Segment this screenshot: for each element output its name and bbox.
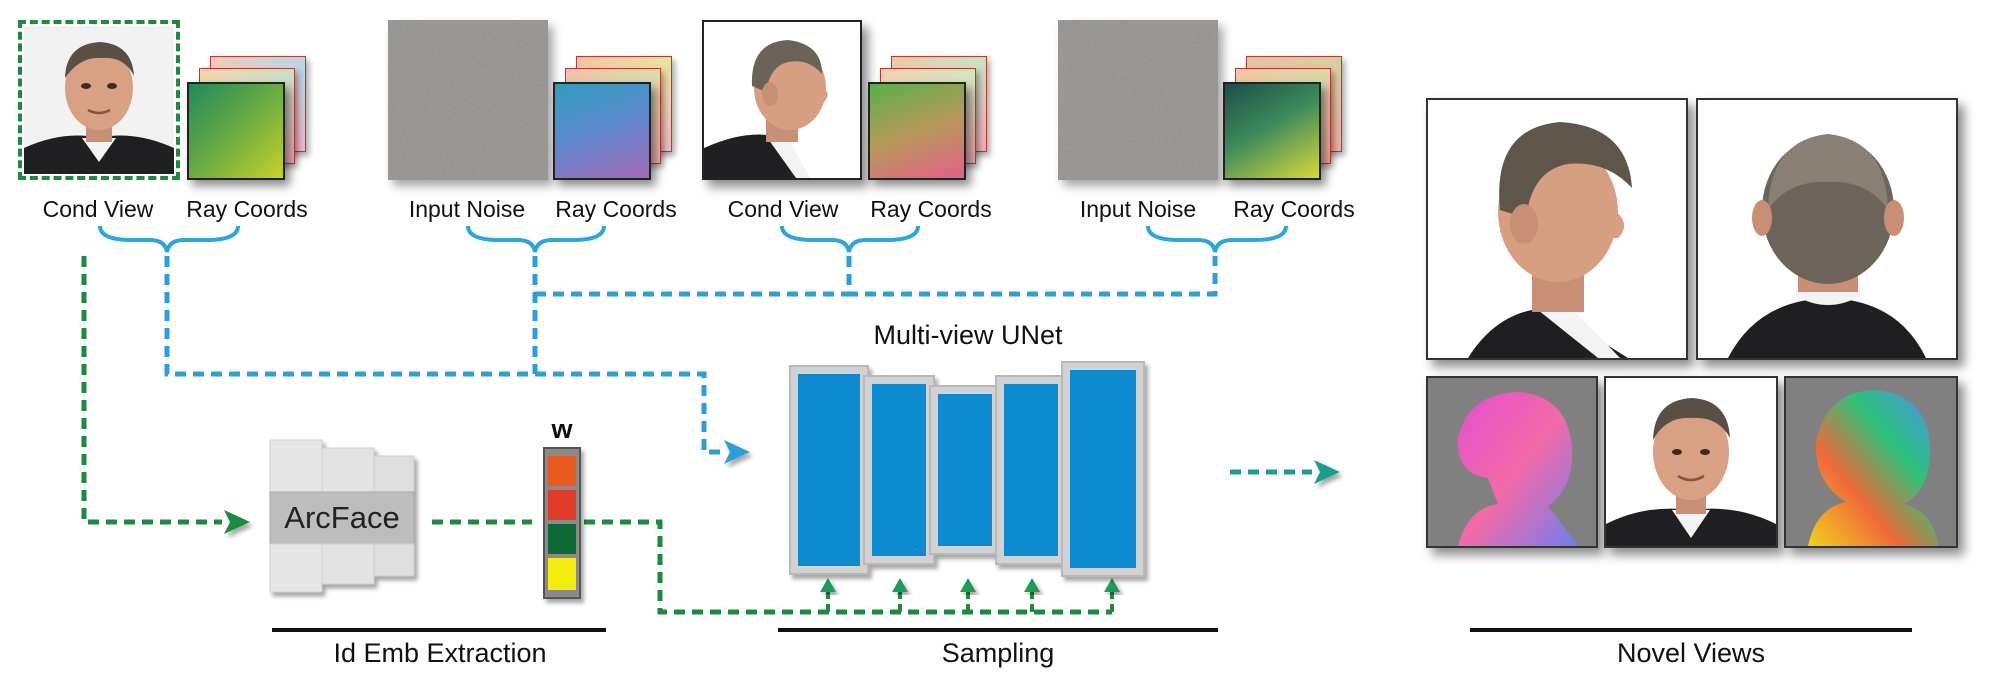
arrow-right-icon <box>724 440 750 464</box>
ray-coords-label-1: Ray Coords <box>186 196 308 222</box>
cond-view-label-2: Cond View <box>727 196 839 222</box>
brace-3 <box>780 225 920 253</box>
novel-view-normal-right <box>1784 376 1958 548</box>
unet-block <box>789 361 1145 577</box>
input-noise-image-2 <box>1058 20 1218 180</box>
arrow-up-icon <box>1024 578 1040 592</box>
arcface-label: ArcFace <box>284 500 400 535</box>
ray-coords-label-3: Ray Coords <box>870 196 992 222</box>
ray-coords-image-1 <box>187 82 285 180</box>
arrow-up-icon <box>960 578 976 592</box>
cond-view-image-1 <box>24 26 174 174</box>
brace-2 <box>466 225 606 253</box>
input-noise-image-1 <box>388 20 548 180</box>
embedding-cell <box>548 524 576 554</box>
novel-view-profile <box>1426 98 1688 360</box>
arrow-up-icon <box>820 578 836 592</box>
section-sampling: Sampling <box>941 638 1055 668</box>
ray-coords-image-3 <box>868 82 966 180</box>
arrow-right-icon <box>1314 460 1340 484</box>
section-novel-views: Novel Views <box>1616 638 1766 668</box>
embedding-vector <box>543 447 581 599</box>
input-noise-label-2: Input Noise <box>1079 196 1197 222</box>
ray-coords-label-4: Ray Coords <box>1233 196 1355 222</box>
input-noise-label-1: Input Noise <box>408 196 526 222</box>
section-id-extraction: Id Emb Extraction <box>333 638 547 668</box>
novel-view-front <box>1604 376 1778 548</box>
embedding-cell <box>548 490 576 520</box>
ray-coords-image-4 <box>1223 82 1321 180</box>
cond-view-frame-1 <box>18 20 180 180</box>
novel-view-back <box>1696 98 1958 360</box>
unet-title: Multi-view UNet <box>873 320 1063 350</box>
cond-view-label-1: Cond View <box>42 196 154 222</box>
brace-4 <box>1146 225 1288 253</box>
embedding-label: w <box>551 414 573 444</box>
brace-1 <box>98 225 240 253</box>
arcface-block <box>269 439 415 593</box>
embedding-cell <box>548 558 576 590</box>
ray-coords-label-2: Ray Coords <box>555 196 677 222</box>
novel-view-normal-left <box>1426 376 1598 548</box>
cond-view-image-2 <box>702 20 862 180</box>
ray-coords-image-2 <box>553 82 651 180</box>
embedding-cell <box>548 456 576 486</box>
arrow-right-icon <box>224 510 250 534</box>
arrow-up-icon <box>1104 578 1120 592</box>
arrow-up-icon <box>892 578 908 592</box>
